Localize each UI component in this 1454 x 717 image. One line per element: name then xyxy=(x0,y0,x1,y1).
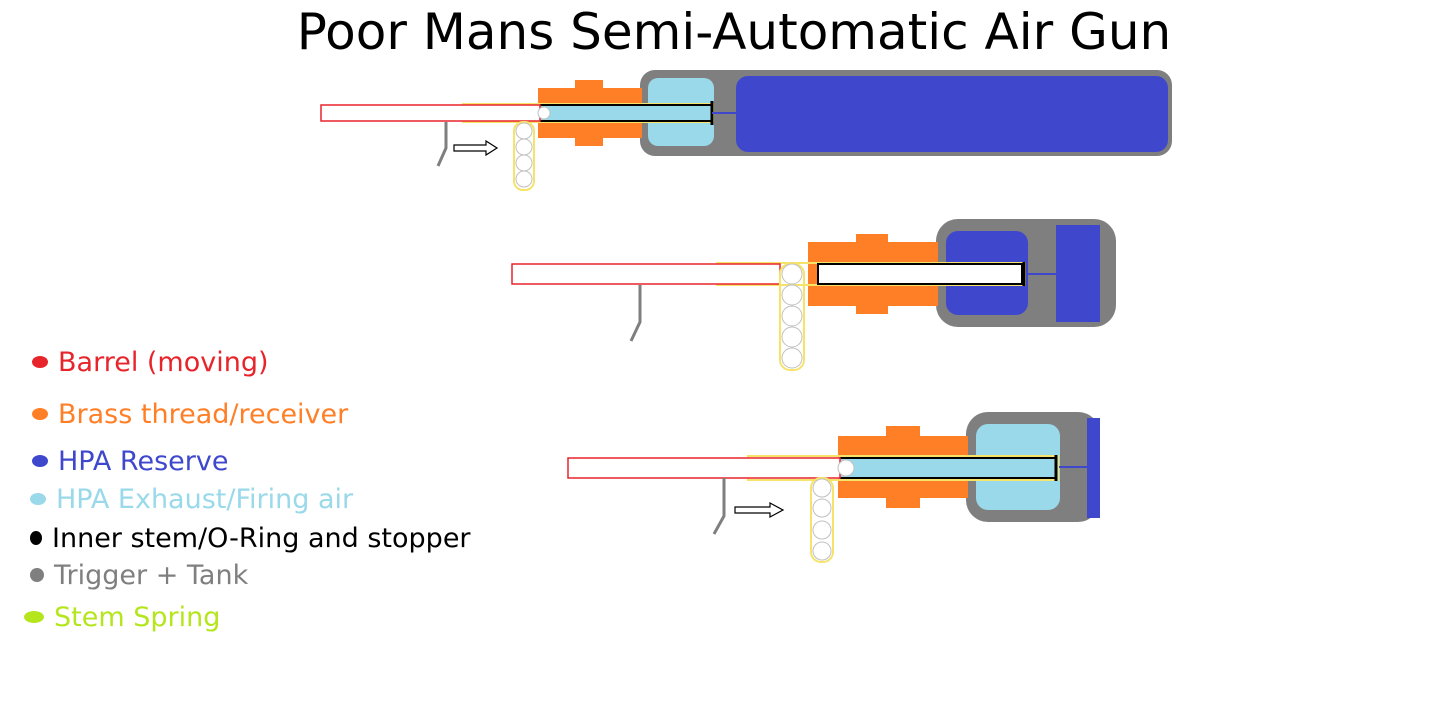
legend-swatch-barrel xyxy=(32,356,48,368)
spring-coil xyxy=(515,170,533,188)
spring-coil xyxy=(515,138,533,156)
hpa-reserve xyxy=(1056,225,1100,322)
hpa-exhaust-air xyxy=(840,458,1056,478)
legend-swatch-inner-stem xyxy=(30,531,42,545)
legend-label: Trigger + Tank xyxy=(54,559,249,591)
stage-2-rest xyxy=(511,219,1116,371)
legend-item-inner-stem: Inner stem/O-Ring and stopper xyxy=(30,521,471,555)
spring-coil xyxy=(515,154,533,172)
barrel xyxy=(567,457,841,479)
legend-item-hpa-exhaust: HPA Exhaust/Firing air xyxy=(30,482,353,516)
legend-label: Stem Spring xyxy=(54,601,221,633)
legend-swatch-hpa-reserve xyxy=(32,455,48,467)
legend-label: Brass thread/receiver xyxy=(58,398,349,430)
motion-arrow xyxy=(734,501,785,519)
spring-coil xyxy=(812,478,832,498)
legend-item-brass: Brass thread/receiver xyxy=(32,397,348,431)
trigger xyxy=(436,122,448,167)
hpa-exhaust-air xyxy=(540,105,712,121)
o-ring xyxy=(837,459,855,477)
spring-coil xyxy=(781,305,803,327)
hpa-reserve xyxy=(736,76,1168,152)
stage-3-firing xyxy=(567,412,1100,563)
inner-stem xyxy=(817,263,1023,285)
spring-coil xyxy=(812,520,832,540)
legend-swatch-hpa-exhaust xyxy=(30,493,46,505)
spring-outline xyxy=(810,477,834,563)
barrel xyxy=(320,104,541,122)
spring-coil xyxy=(781,326,803,348)
spring-coil xyxy=(781,347,803,369)
spring-coil xyxy=(812,541,832,561)
legend-label: HPA Reserve xyxy=(58,445,229,477)
legend-item-hpa-reserve: HPA Reserve xyxy=(32,444,228,478)
spring-coil xyxy=(781,263,803,285)
motion-arrow xyxy=(453,139,499,157)
o-ring xyxy=(537,106,551,120)
legend-swatch-trigger-tank xyxy=(30,568,44,582)
legend-swatch-stem-spring xyxy=(24,611,44,623)
spring-outline xyxy=(513,121,535,191)
legend-label: Inner stem/O-Ring and stopper xyxy=(52,522,471,554)
hpa-reserve xyxy=(1087,418,1100,518)
stage-1-firing xyxy=(320,70,1172,191)
legend-label: HPA Exhaust/Firing air xyxy=(56,483,354,515)
barrel xyxy=(511,263,781,285)
legend-item-stem-spring: Stem Spring xyxy=(24,600,220,634)
trigger xyxy=(629,285,642,342)
spring-coil xyxy=(781,284,803,306)
legend-item-trigger-tank: Trigger + Tank xyxy=(30,558,248,592)
legend-swatch-brass xyxy=(32,408,48,420)
diagram-title: Poor Mans Semi-Automatic Air Gun xyxy=(296,3,1172,61)
trigger xyxy=(712,478,726,535)
legend-label: Barrel (moving) xyxy=(58,346,269,378)
legend-item-barrel: Barrel (moving) xyxy=(32,345,269,379)
spring-coil xyxy=(515,122,533,140)
spring-coil xyxy=(812,498,832,518)
